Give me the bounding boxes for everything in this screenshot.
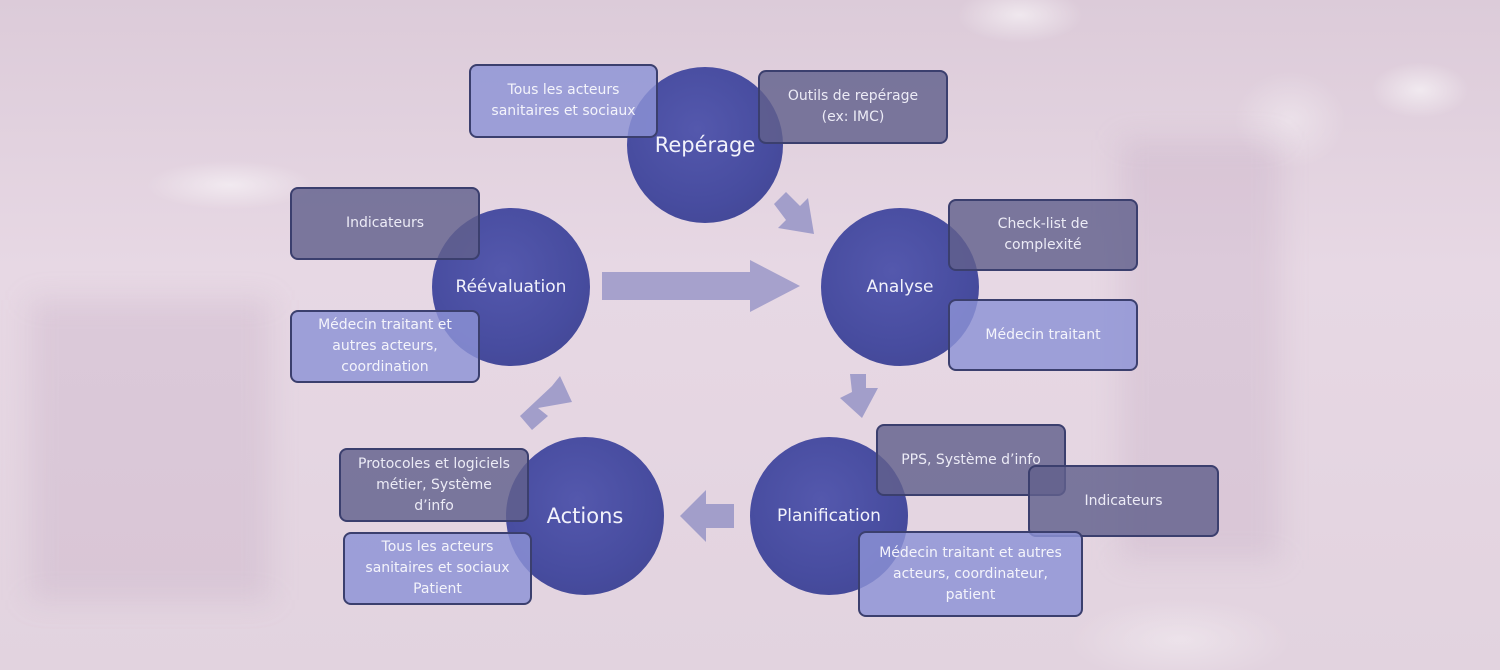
box-planification-actors: Médecin traitant et autres acteurs, coor… [858,531,1083,617]
box-actions-actors: Tous les acteurs sanitaires et sociaux P… [343,532,532,605]
stage-actions: Actions [506,437,664,595]
stage-actions-label: Actions [546,504,624,528]
arrow-analyse-to-planification [840,374,878,418]
stage-reperage-label: Repérage [654,133,756,157]
box-reevaluation-actors: Médecin traitant et autres acteurs, coor… [290,310,480,383]
box-reperage-tools: Outils de repérage (ex: IMC) [758,70,948,144]
background-shape [30,300,270,600]
box-analyse-actor: Médecin traitant [948,299,1138,371]
arrow-reevaluation-to-analyse [602,260,800,312]
stage-planification-label: Planification [777,506,881,526]
stage-analyse-label: Analyse [866,277,934,297]
arrow-planification-to-actions [680,490,734,542]
box-actions-protocoles: Protocoles et logiciels métier, Système … [339,448,529,522]
arrow-reperage-to-analyse [774,192,814,234]
box-planification-indicateurs: Indicateurs [1028,465,1219,537]
arrow-actions-to-reevaluation [520,376,572,430]
box-reperage-actors: Tous les acteurs sanitaires et sociaux [469,64,658,138]
stage-reevaluation-label: Réévaluation [455,277,567,297]
box-reevaluation-indicateurs: Indicateurs [290,187,480,260]
box-analyse-checklist: Check-list de complexité [948,199,1138,271]
